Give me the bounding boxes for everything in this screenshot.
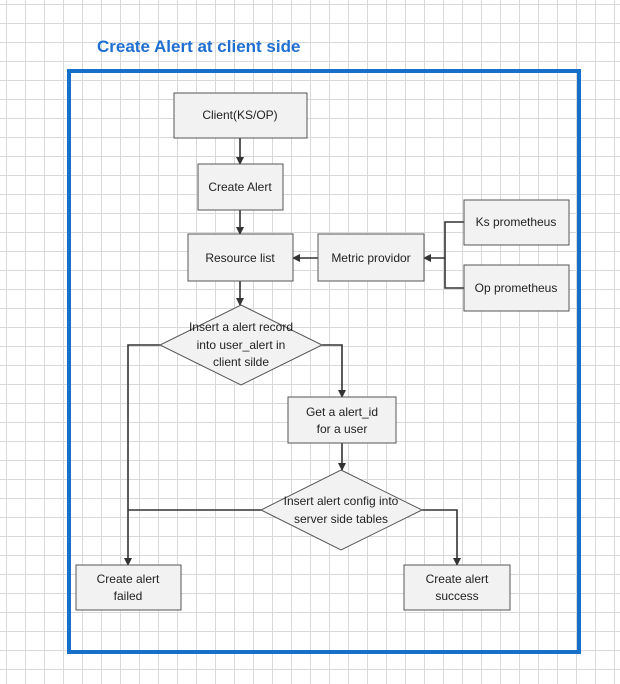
- edge-op-prometheus-to-metric-providor: [444, 258, 464, 289]
- node-metric-providor-label: Metric providor: [331, 251, 410, 265]
- edge-ks-prometheus-to-metric-providor: [423, 221, 464, 262]
- node-success: Create alert success: [403, 564, 511, 611]
- node-get-alert-id: Get a alert_id for a user: [287, 396, 397, 444]
- diagram-frame: [67, 69, 581, 654]
- node-success-line-1: Create alert: [426, 572, 489, 586]
- diagram-title: Create Alert at client side: [97, 37, 301, 56]
- node-insert-record-line-2: into user_alert in: [197, 338, 286, 352]
- node-ks-prometheus-label: Ks prometheus: [476, 215, 557, 229]
- node-client: Client(KS/OP): [173, 92, 308, 139]
- edges: [124, 138, 464, 566]
- node-insert-record-line-1: Insert a alert record: [189, 320, 293, 334]
- node-resource-list: Resource list: [187, 233, 294, 282]
- node-failed-line-1: Create alert: [97, 572, 160, 586]
- node-failed-line-2: failed: [114, 589, 143, 603]
- node-insert-config-line-2: server side tables: [294, 512, 388, 526]
- edge-insert-record-to-get-alert-id: [322, 344, 346, 398]
- node-insert-config: Insert alert config into server side tab…: [259, 469, 424, 551]
- node-create-alert: Create Alert: [197, 163, 284, 211]
- node-failed: Create alert failed: [75, 564, 182, 611]
- node-create-alert-label: Create Alert: [208, 180, 272, 194]
- node-insert-record: Insert a alert record into user_alert in…: [158, 304, 324, 386]
- node-resource-list-label: Resource list: [205, 251, 275, 265]
- edge-insert-config-to-success: [422, 509, 461, 566]
- node-insert-record-line-3: client silde: [213, 355, 269, 369]
- node-success-line-2: success: [435, 589, 478, 603]
- node-client-label: Client(KS/OP): [202, 108, 277, 122]
- node-insert-config-line-1: Insert alert config into: [284, 494, 399, 508]
- node-op-prometheus: Op prometheus: [463, 264, 570, 312]
- node-get-alert-id-line-2: for a user: [317, 422, 368, 436]
- node-metric-providor: Metric providor: [317, 233, 425, 282]
- node-op-prometheus-label: Op prometheus: [475, 281, 558, 295]
- edge-insert-record-to-failed: [124, 344, 160, 566]
- node-ks-prometheus: Ks prometheus: [463, 199, 570, 246]
- node-get-alert-id-line-1: Get a alert_id: [306, 405, 378, 419]
